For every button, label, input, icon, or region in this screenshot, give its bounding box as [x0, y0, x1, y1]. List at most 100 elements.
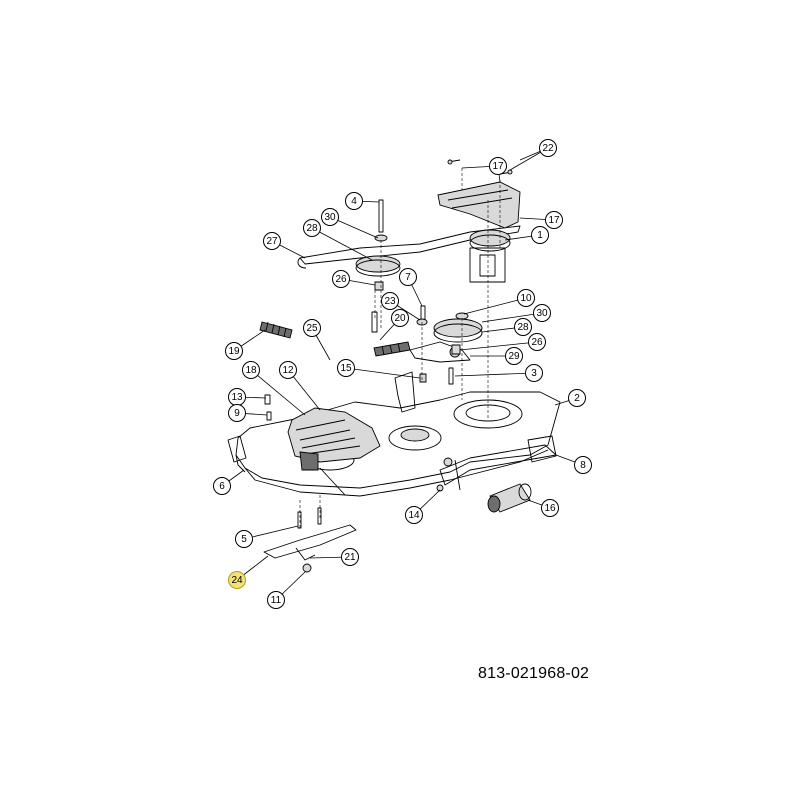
callout-circle	[332, 270, 350, 288]
callout-circle	[381, 292, 399, 310]
callout-27: 27	[263, 232, 281, 250]
callout-label: 20	[394, 313, 406, 324]
callout-circle	[528, 333, 546, 351]
callout-label: 1	[537, 230, 543, 241]
callout-circle	[321, 208, 339, 226]
callout-circle	[235, 530, 253, 548]
callout-label: 11	[271, 595, 282, 606]
callout-label: 22	[542, 143, 554, 154]
callout-2: 2	[568, 389, 586, 407]
callout-24: 24	[228, 571, 246, 589]
mower-blade	[263, 524, 357, 561]
callout-circle	[242, 361, 260, 379]
callout-circle	[263, 232, 281, 250]
callout-22: 22	[539, 139, 557, 157]
callout-circle	[303, 319, 321, 337]
callout-13: 13	[228, 388, 246, 406]
callout-circle	[345, 192, 363, 210]
deck-shell	[227, 391, 561, 497]
callout-28: 28	[514, 318, 532, 336]
callout-circle	[213, 477, 231, 495]
callout-label: 6	[219, 481, 225, 492]
callout-30: 30	[533, 304, 551, 322]
callout-label: 15	[340, 363, 352, 374]
callout-circle	[337, 359, 355, 377]
callout-9: 9	[228, 404, 246, 422]
callout-circle	[267, 591, 285, 609]
callout-5: 5	[235, 530, 253, 548]
callout-circle	[531, 226, 549, 244]
callout-28: 28	[303, 219, 321, 237]
callout-16: 16	[541, 499, 559, 517]
callout-circle	[517, 289, 535, 307]
callout-circle	[539, 139, 557, 157]
callout-label: 28	[517, 322, 529, 333]
callout-label: 23	[384, 296, 396, 307]
spindle	[469, 247, 506, 283]
callout-25: 25	[303, 319, 321, 337]
callout-circle	[228, 571, 246, 589]
callout-label: 25	[306, 323, 318, 334]
callout-3: 3	[525, 364, 543, 382]
callout-18: 18	[242, 361, 260, 379]
callout-label: 30	[536, 308, 548, 319]
callout-29: 29	[505, 347, 523, 365]
callout-label: 26	[531, 337, 543, 348]
callout-circle	[489, 157, 507, 175]
callout-26: 26	[528, 333, 546, 351]
idler-arm	[409, 341, 471, 363]
discharge-shroud	[287, 407, 381, 471]
callout-10: 10	[517, 289, 535, 307]
callout-label: 14	[408, 510, 420, 521]
callout-label: 21	[344, 552, 356, 563]
callout-circle	[541, 499, 559, 517]
callout-label: 5	[241, 534, 247, 545]
callout-circle	[391, 309, 409, 327]
callout-label: 7	[405, 272, 411, 283]
callout-21: 21	[341, 548, 359, 566]
callout-30: 30	[321, 208, 339, 226]
callout-circle	[228, 404, 246, 422]
callout-circle	[525, 364, 543, 382]
document-number: 813-021968-02	[478, 665, 590, 682]
callout-1: 1	[531, 226, 549, 244]
callout-label: 19	[228, 346, 240, 357]
callout-label: 9	[234, 408, 240, 419]
roller	[487, 483, 532, 513]
callout-circle	[399, 268, 417, 286]
callout-circle	[405, 506, 423, 524]
callout-label: 24	[231, 575, 243, 586]
callout-8: 8	[574, 456, 592, 474]
callout-label: 29	[508, 351, 520, 362]
callout-circle	[545, 211, 563, 229]
callout-circle	[303, 219, 321, 237]
callout-label: 30	[324, 212, 336, 223]
callout-label: 17	[492, 161, 504, 172]
callout-circle	[514, 318, 532, 336]
callout-label: 27	[266, 236, 278, 247]
callout-circle	[574, 456, 592, 474]
callout-17: 17	[489, 157, 507, 175]
callout-label: 10	[520, 293, 532, 304]
callout-11: 11	[267, 591, 285, 609]
idler-bracket	[394, 371, 416, 413]
callout-label: 4	[351, 196, 357, 207]
callout-label: 2	[574, 393, 580, 404]
callout-17: 17	[545, 211, 563, 229]
callout-14: 14	[405, 506, 423, 524]
hardware	[264, 159, 513, 573]
assembly-lines	[299, 168, 501, 530]
callout-circle	[568, 389, 586, 407]
callout-label: 28	[306, 223, 318, 234]
callout-7: 7	[399, 268, 417, 286]
callout-label: 8	[580, 460, 586, 471]
callout-26: 26	[332, 270, 350, 288]
callout-label: 16	[544, 503, 556, 514]
callout-label: 13	[231, 392, 243, 403]
callout-15: 15	[337, 359, 355, 377]
callout-label: 12	[282, 365, 294, 376]
callout-12: 12	[279, 361, 297, 379]
